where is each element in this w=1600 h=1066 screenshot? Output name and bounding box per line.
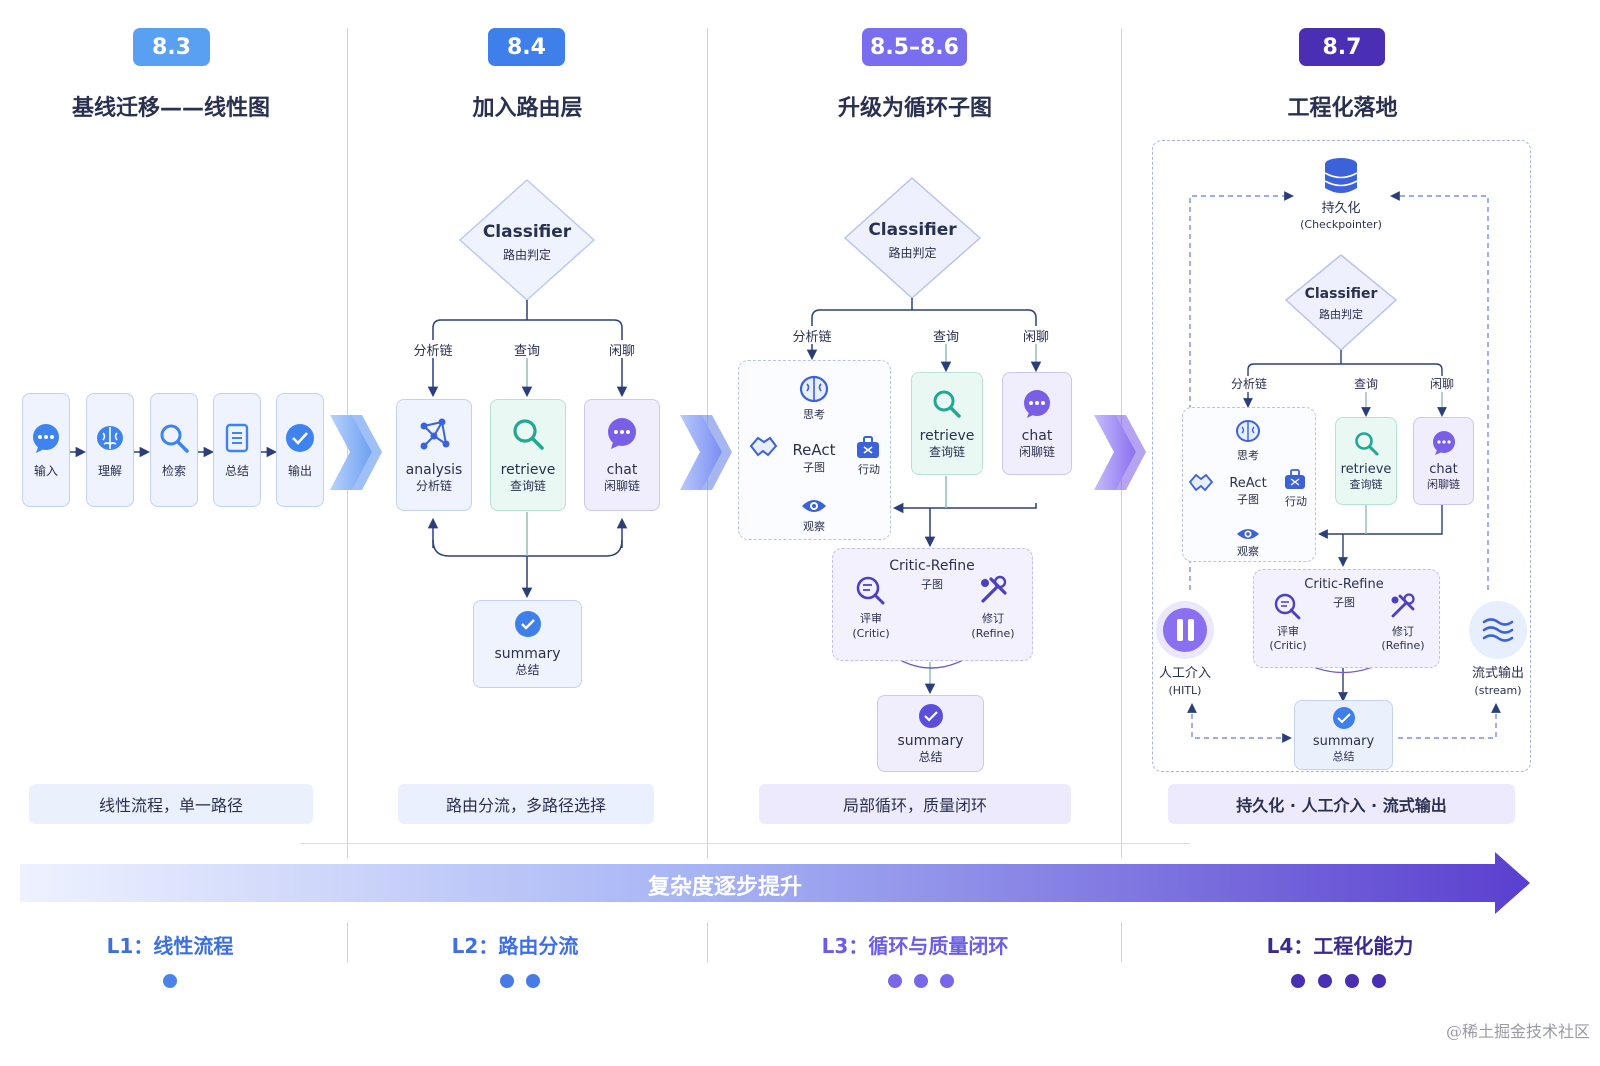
branch-label: 分析链 [413,344,453,359]
classifier-label: Classifier [868,220,957,240]
stage-summary: 持久化 · 人工介入 · 流式输出 [1168,784,1515,824]
level-dot [526,974,540,988]
eye-icon [802,500,826,512]
linear-step-output: 输出 [276,393,324,507]
magnifier-review-icon [856,576,885,605]
level-dot [163,974,177,988]
magnifier-review-icon [1274,593,1301,620]
baseline-divider [300,843,1190,844]
critic-refine-subgraph [832,548,1033,661]
level-dot [888,974,902,988]
analysis-node: analysis 分析链 [396,399,472,511]
branch-label: 闲聊 [608,344,635,359]
engineering-frame [1152,140,1531,772]
level-dot [1372,974,1386,988]
stage-title: 升级为循环子图 [837,96,992,121]
check-circle-icon [918,703,943,728]
persist-label: 持久化 [1321,201,1361,216]
pause-icon [1156,601,1214,659]
level-dot [1345,974,1359,988]
stage-summary: 局部循环，质量闭环 [759,784,1071,824]
critic-refine-subgraph [1253,569,1440,668]
level-dot [1318,974,1332,988]
linear-step-understand: 理解 [86,393,134,507]
chat-bubble-icon [608,418,636,449]
linear-step-summarize: 总结 [213,393,261,507]
stage-tag: 8.3 [133,28,210,66]
tools-icon [981,575,1007,603]
network-icon [420,418,450,450]
check-circle-icon [1332,707,1355,729]
stage-tag: 8.5–8.6 [862,28,967,66]
eye-icon [1237,529,1259,539]
retrieve-node: retrieve 查询链 [911,372,983,475]
classifier-label: Classifier [482,222,572,242]
classifier-sub: 路由判定 [1319,308,1363,321]
hitl-label: 人工介入 [1158,666,1211,681]
classifier-sub: 路由判定 [502,248,551,262]
stage-summary: 路由分流，多路径选择 [398,784,654,824]
level-dot [1291,974,1305,988]
toolbox-icon [1285,469,1305,489]
level-separator [707,922,708,962]
stage-title: 工程化落地 [1287,96,1398,121]
summary-node: summary 总结 [473,600,582,688]
stage-title: 基线迁移——线性图 [71,96,270,121]
linear-step-input: 输入 [22,393,70,507]
search-icon [160,424,189,453]
classifier-label: Classifier [1304,286,1378,302]
search-icon [1355,432,1379,456]
branch-label: 分析链 [792,330,832,345]
chat-bubble-icon [1024,389,1050,418]
level-dot [914,974,928,988]
progress-label: 复杂度逐步提升 [647,875,802,900]
check-circle-icon [286,423,314,452]
chat-node: chat 闲聊链 [584,399,660,511]
tools-icon [1391,593,1415,618]
check-circle-icon [514,611,541,637]
retrieve-node: retrieve 查询链 [1335,417,1397,505]
chat-bubble-icon [1432,431,1455,455]
search-icon [513,419,544,450]
handshake-icon [749,436,778,457]
level-title: L1：线性流程 [106,934,234,958]
database-icon [1324,158,1358,193]
summary-node: summary 总结 [1294,700,1393,770]
stream-waves-icon [1469,601,1527,659]
chat-node: chat 闲聊链 [1413,417,1474,505]
level-title: L2：路由分流 [451,934,579,958]
level-separator [347,922,348,962]
toolbox-icon [857,436,879,458]
handshake-icon [1188,473,1214,492]
stage-tag: 8.7 [1299,28,1385,66]
summary-node: summary 总结 [877,695,984,772]
stage-title: 加入路由层 [472,96,583,121]
branch-label: 查询 [932,330,959,345]
classifier-sub: 路由判定 [888,246,937,260]
level-dot [940,974,954,988]
document-icon [225,423,249,452]
stage-summary: 线性流程，单一路径 [29,784,313,824]
stream-label: 流式输出 [1471,666,1524,681]
react-label: ReAct [1229,476,1267,491]
stage-tag: 8.4 [488,28,565,66]
chat-node: chat 闲聊链 [1002,372,1072,475]
search-icon [933,390,961,418]
watermark: @稀土掘金技术社区 [1445,1022,1590,1041]
chat-bubble-icon [33,423,59,453]
brain-icon [1236,420,1260,442]
level-separator [1121,922,1122,962]
level-title: L3：循环与质量闭环 [821,934,1009,958]
brain-icon [799,375,829,403]
linear-step-retrieve: 检索 [150,393,198,507]
react-label: ReAct [792,441,836,459]
level-dot [500,974,514,988]
retrieve-node: retrieve 查询链 [490,399,566,511]
branch-label: 闲聊 [1022,330,1049,345]
level-title: L4：工程化能力 [1266,934,1414,958]
branch-label: 查询 [513,344,540,359]
brain-icon [97,425,123,450]
